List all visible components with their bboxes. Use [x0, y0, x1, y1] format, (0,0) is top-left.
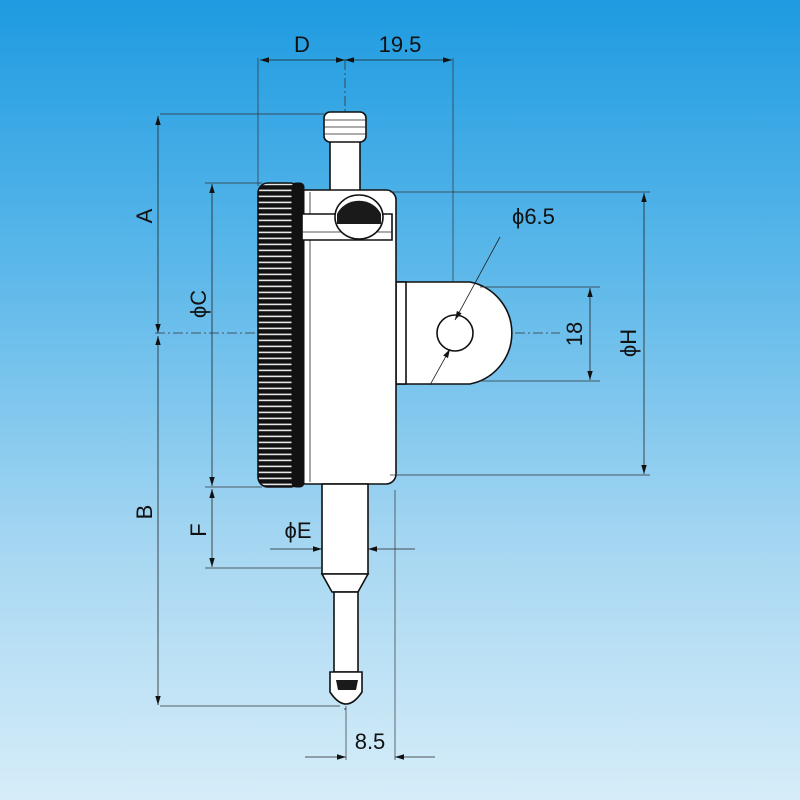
label-a: A	[132, 208, 157, 223]
label-d: D	[294, 32, 310, 57]
dim-phi-6-5-leader	[454, 236, 501, 321]
dimension-labels: D 19.5 ϕ6.5 ϕE 8.5 A B ϕC F 18 ϕH	[132, 32, 641, 754]
dial-indicator	[257, 111, 513, 705]
lug-base	[395, 281, 407, 385]
stem-taper	[320, 573, 370, 593]
label-b: B	[132, 505, 157, 520]
label-phi-6-5: ϕ6.5	[512, 204, 555, 229]
label-phi-h: ϕH	[616, 329, 641, 357]
label-18: 18	[562, 322, 587, 346]
label-phi-e: ϕE	[285, 518, 312, 543]
dim-phi-6-5-leader-lower	[429, 348, 451, 386]
label-f: F	[186, 523, 211, 536]
lug-hole	[436, 314, 474, 352]
label-8-5: 8.5	[355, 729, 386, 754]
lower-stem	[321, 483, 369, 575]
dimension-lines	[155, 57, 647, 760]
spindle	[333, 591, 359, 673]
label-19-5: 19.5	[379, 32, 422, 57]
label-phi-c: ϕC	[186, 290, 211, 318]
contact-point-band	[336, 680, 358, 690]
bezel-edge	[291, 182, 305, 488]
extension-lines	[160, 58, 650, 760]
lock-knob-top	[337, 200, 381, 224]
